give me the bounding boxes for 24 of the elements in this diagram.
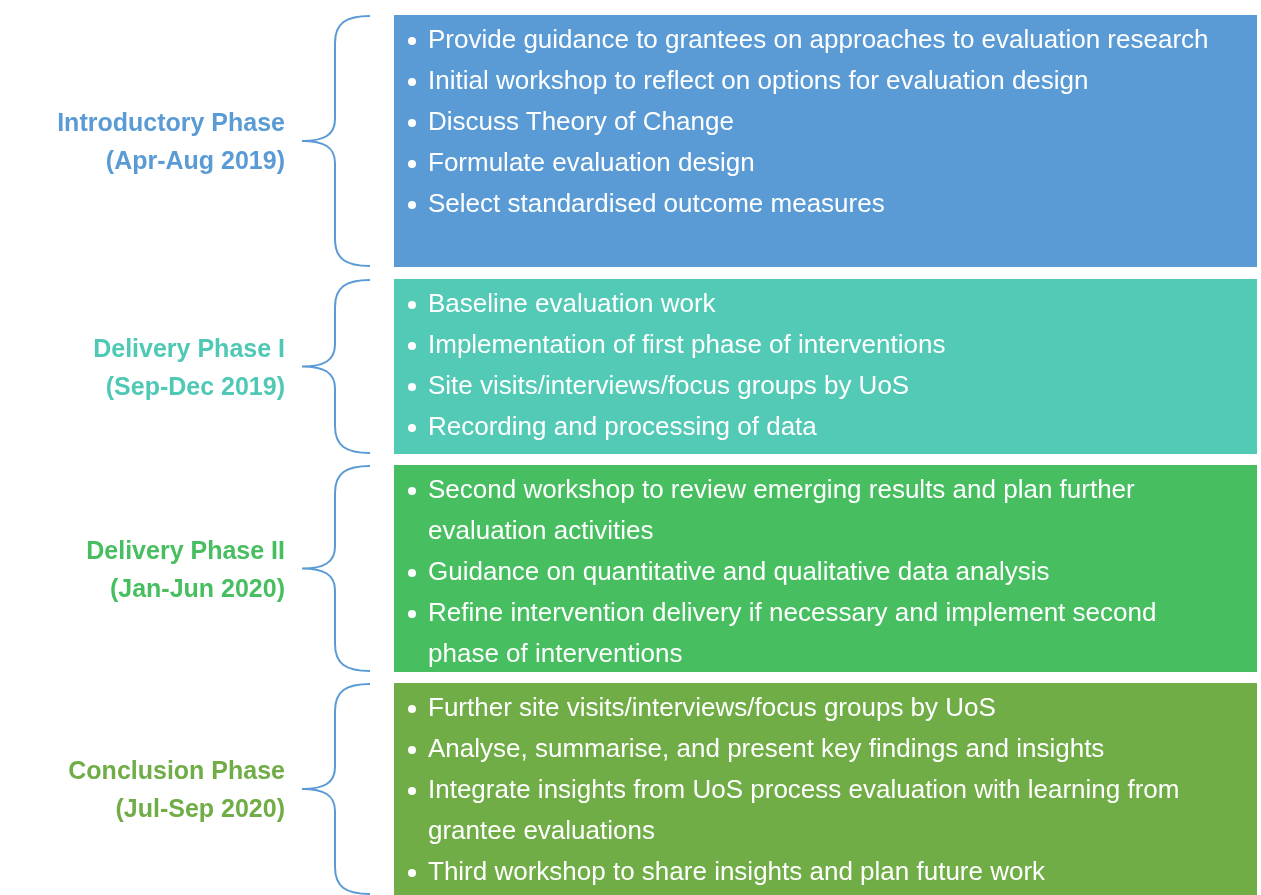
bullet-text: Analyse, summarise, and present key findings and insights <box>428 732 1106 765</box>
bullet-text: Select standardised outcome measures <box>428 187 886 220</box>
bullet-text: Integrate insights from UoS process evaluation with learning from grantee evaluations <box>428 773 1181 847</box>
phase-heading: Delivery Phase I (Sep-Dec 2019) <box>92 332 285 402</box>
phase-box <box>394 683 1257 895</box>
bullet-text: Discuss Theory of Change <box>428 105 735 138</box>
phase-box <box>394 15 1257 267</box>
phase-heading: Introductory Phase (Apr-Aug 2019) <box>56 107 285 176</box>
bullet-text: Site visits/interviews/focus groups by UoS <box>428 369 911 402</box>
phase-box <box>394 279 1257 454</box>
bullet-text: Further site visits/interviews/focus groups by UoS <box>428 691 997 724</box>
bullet-text: Formulate evaluation design <box>428 146 756 179</box>
bullet-text: Implementation of first phase of interventions <box>428 328 947 361</box>
phase-box <box>394 465 1257 672</box>
bullet-text: Third workshop to share insights and plan future work <box>428 855 1047 888</box>
bullet-text: Baseline evaluation work <box>428 287 717 320</box>
bullet-text: Guidance on quantitative and qualitative data analysis <box>428 555 1051 588</box>
phase-heading: Delivery Phase II (Jan-Jun 2020) <box>85 534 285 604</box>
bullet-text: Second workshop to review emerging results and plan further evaluation activities <box>428 473 1136 547</box>
bullet-text: Refine intervention delivery if necessary and implement second phase of interventions <box>428 596 1158 670</box>
bullet-text: Provide guidance to grantees on approaches to evaluation research <box>428 23 1210 56</box>
bullet-text: Initial workshop to reflect on options for evaluation design <box>428 64 1090 97</box>
bullet-text: Recording and processing of data <box>428 410 818 443</box>
phase-heading: Conclusion Phase (Jul-Sep 2020) <box>67 755 285 824</box>
